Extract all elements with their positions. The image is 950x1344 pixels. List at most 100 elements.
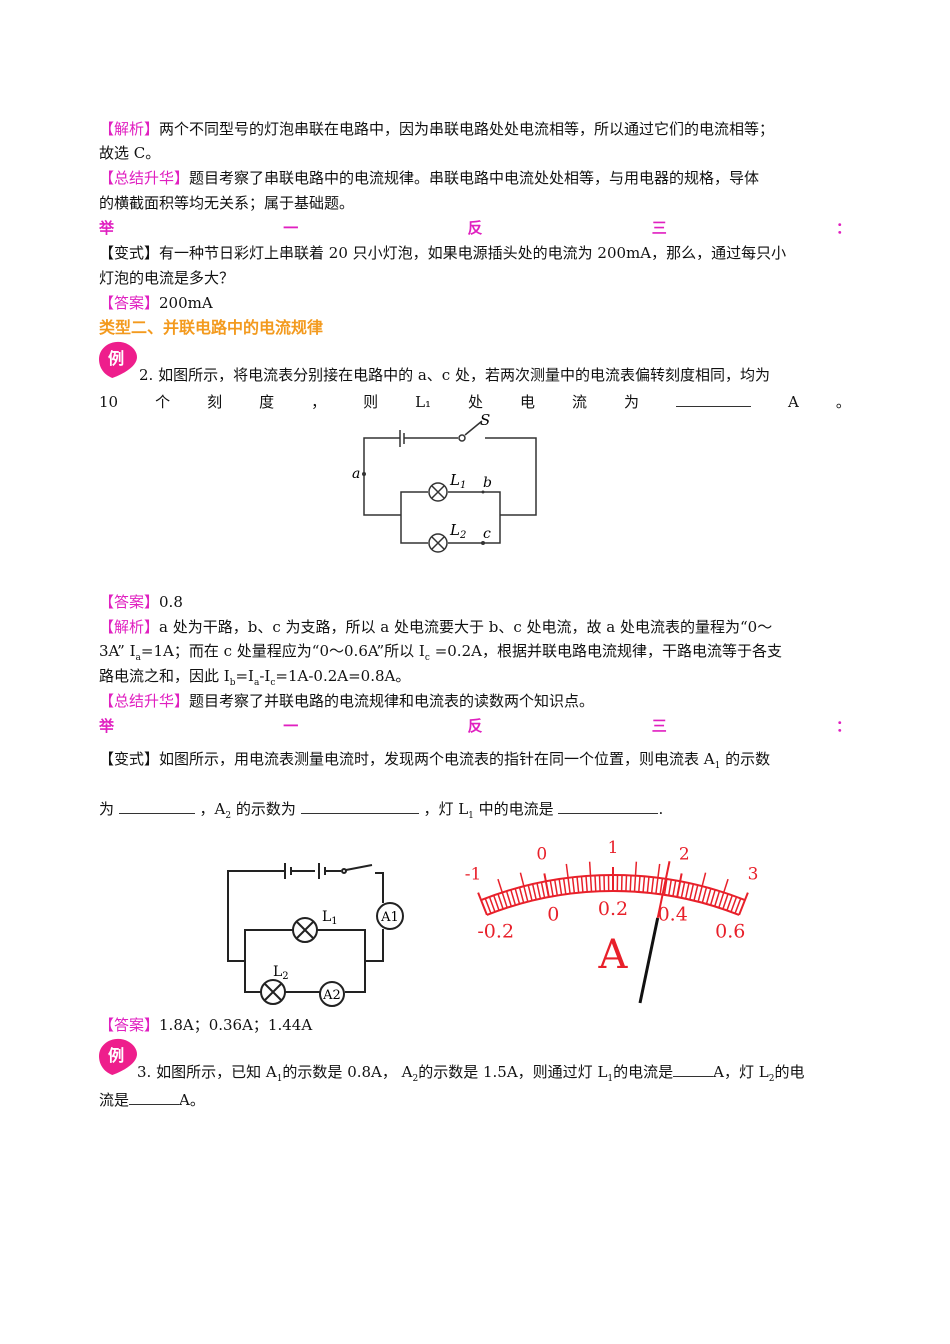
scale-tick — [659, 878, 664, 895]
heading-char: 举 — [99, 219, 115, 237]
summary-1: 【总结升华】题目考察了串联电路中的电流规律。串联电路中电流处处相等，与用电器的规… — [99, 168, 851, 188]
scale-tick — [585, 875, 588, 893]
circuit-diagram-2: L1 L2 A1 A2 — [227, 863, 404, 1007]
l2-current-blank[interactable] — [129, 1090, 180, 1105]
analysis-2-cont2: 路电流之和，因此 Ib=Ia-Ic=1A-0.2A=0.8A。 — [99, 667, 411, 688]
scale-tick — [549, 880, 554, 897]
scale-tick — [730, 896, 738, 913]
point-b-label: b — [483, 475, 492, 491]
a1-blank[interactable] — [118, 799, 195, 814]
bottom-scale-label: 0.2 — [598, 898, 628, 920]
scale-tick — [667, 879, 673, 896]
lamp-l1-label: L1 — [449, 471, 466, 491]
juyi-fansan-heading: 举一反三： — [99, 218, 851, 238]
point-c-label: c — [483, 526, 491, 542]
summary-text: 题目考察了并联电路的电流规律和电流表的读数两个知识点。 — [189, 692, 595, 710]
scale-tick — [684, 882, 690, 899]
period: 。 — [835, 393, 851, 411]
a2-blank[interactable] — [300, 799, 419, 814]
point-a-label: a — [352, 466, 360, 482]
svg-text:例: 例 — [108, 1046, 124, 1065]
scale-tick — [477, 892, 488, 916]
analysis-text: a 处为干路，b、c 为支路，所以 a 处电流要大于 b、c 处电流，故 a 处… — [159, 618, 773, 636]
bottom-scale-label: 0.6 — [715, 920, 745, 942]
scale-tick — [527, 884, 533, 901]
scale-tick — [672, 880, 677, 897]
unit-label: A — [598, 932, 629, 978]
summary-1-cont: 的横截面积等均无关系；属于基础题。 — [99, 194, 355, 212]
heading-char: 一 — [283, 219, 299, 237]
scale-tick — [518, 887, 525, 903]
bottom-scale-label: -0.2 — [477, 920, 514, 942]
heading-char: 反 — [467, 219, 483, 237]
top-scale-label: -1 — [465, 865, 482, 885]
scale-tick — [497, 878, 508, 908]
answer-label: 【答案】 — [99, 593, 160, 611]
q-word: 刻 — [207, 393, 223, 411]
analysis-2: 【解析】a 处为干路，b、c 为支路，所以 a 处电流要大于 b、c 处电流，故… — [99, 617, 851, 637]
summary-label: 【总结升华】 — [99, 169, 190, 187]
scale-tick — [536, 882, 542, 899]
answer-2: 【答案】0.8 — [99, 592, 851, 612]
l1-blank[interactable] — [558, 799, 659, 814]
scale-tick — [714, 890, 721, 907]
q-word: 则 — [363, 393, 379, 411]
scale-tick — [718, 878, 729, 908]
section-heading: 类型二、并联电路中的电流规律 — [99, 318, 324, 337]
scale-tick — [562, 878, 567, 895]
badge-text: 例 — [108, 349, 124, 368]
scale-tick — [693, 884, 699, 901]
scale-tick — [734, 898, 742, 914]
juyi-fansan-heading-2: 举一反三： — [99, 717, 851, 735]
analysis-label: 【解析】 — [99, 618, 160, 636]
summary-label: 【总结升华】 — [99, 692, 190, 710]
q-word: 流 — [572, 393, 588, 411]
scale-tick — [646, 876, 650, 893]
analysis-1-cont: 故选 C。 — [99, 144, 161, 162]
answer-blank[interactable] — [676, 392, 752, 407]
top-scale-label: 0 — [536, 845, 547, 865]
scale-tick — [650, 877, 655, 894]
scale-tick — [505, 890, 512, 907]
scale-tick — [553, 879, 559, 896]
scale-tick — [625, 875, 628, 892]
needle-tip — [656, 861, 671, 919]
heading-char: 三 — [651, 219, 667, 237]
switch-label: S — [480, 411, 490, 429]
q-word: 电 — [520, 393, 536, 411]
bottom-scale-label: 0 — [547, 904, 559, 926]
scale-tick — [726, 895, 733, 911]
answer-text: 1.8A；0.36A；1.44A — [159, 1016, 313, 1034]
scale-tick — [697, 872, 707, 902]
l1-current-blank[interactable] — [673, 1062, 714, 1077]
analysis-label: 【解析】 — [99, 120, 160, 138]
scale-tick — [680, 882, 686, 899]
needle — [638, 917, 660, 1004]
answer-text: 0.8 — [159, 593, 183, 611]
q-word: 10 — [99, 393, 119, 411]
variant-label: 【变式】 — [99, 244, 160, 262]
scale-tick — [689, 883, 695, 900]
scale-tick — [709, 889, 716, 906]
scale-tick — [558, 878, 563, 895]
q-word: 处 — [468, 393, 484, 411]
scale-tick — [493, 895, 500, 911]
variant-2: 【变式】如图所示，用电流表测量电流时，发现两个电流表的指针在同一个位置，则电流表… — [99, 750, 771, 771]
scale-tick — [580, 876, 584, 893]
scale-tick — [722, 893, 729, 910]
q-word: 为 — [624, 393, 640, 411]
example-badge-icon: 例 — [99, 1038, 137, 1075]
answer-label: 【答案】 — [99, 294, 160, 312]
ammeter-a1-label: A1 — [380, 910, 399, 925]
q-word: 个 — [155, 393, 171, 411]
q-word: 度 — [259, 393, 275, 411]
circuit-diagram-1: S a b c L1 L2 — [352, 411, 537, 553]
q-word: L₁ — [415, 393, 432, 411]
scale-tick — [540, 882, 546, 899]
analysis-1: 【解析】两个不同型号的灯泡串联在电路中，因为串联电路处处电流相等，所以通过它们的… — [99, 119, 851, 139]
analysis-2-cont: 3A” Ia=1A；而在 c 处量程应为“0～0.6A”所以 Ic =0.2A，… — [99, 642, 782, 663]
scale-tick — [484, 898, 492, 914]
